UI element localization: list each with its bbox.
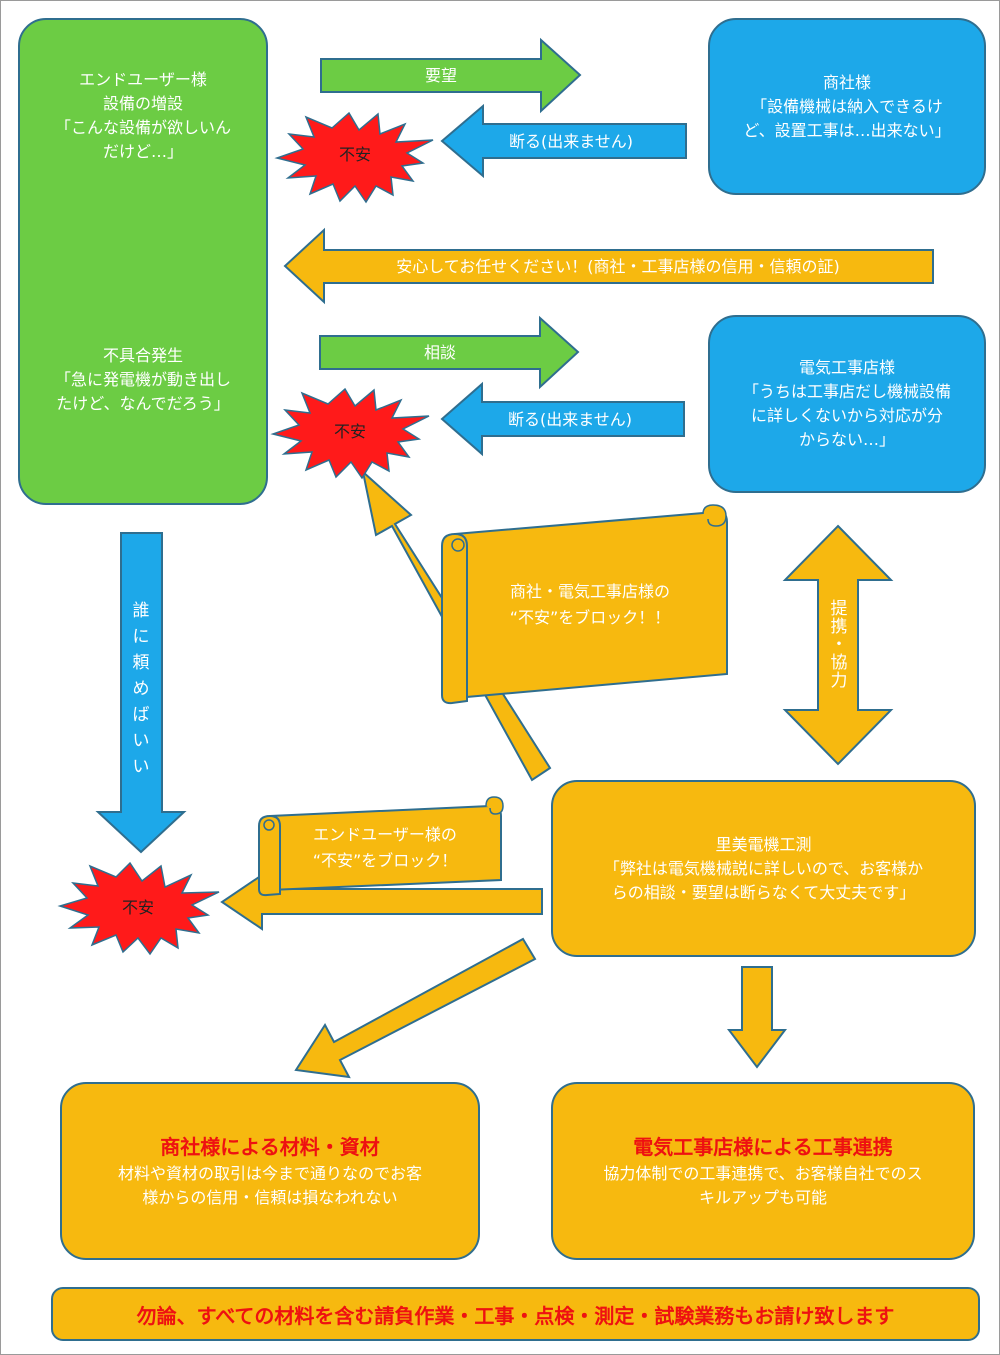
scroll-block-end-user-text: エンドユーザー様の “不安”をブロック！	[313, 822, 458, 874]
cooperation-char: 力	[830, 671, 848, 691]
footer-text: 勿論、すべての材料を含む請負作業・工事・点検・測定・試験業務もお請け致します	[136, 1303, 895, 1328]
to-electrical-result-arrow	[726, 966, 788, 1069]
end-user-box: エンドユーザー様 設備の増設 「こんな設備が欲しいん だけど…」 不具合発生 「…	[18, 18, 268, 505]
who-to-ask-char: ば	[132, 705, 150, 725]
who-to-ask-char: め	[132, 679, 150, 699]
scroll-line: 商社・電気工事店様の	[509, 582, 670, 601]
scroll-line: “不安”をブロック！！	[509, 608, 671, 627]
end-user-line: エンドユーザー様	[79, 70, 207, 89]
result-trading-line: 様からの信用・信頼は損なわれない	[142, 1188, 398, 1207]
satomi-line: 「弊社は電気機械説に詳しいので、お客様か	[603, 858, 924, 878]
electrical-contractor-line: に詳しくないから対応が分	[750, 406, 943, 425]
cooperation-char: ・	[830, 635, 848, 655]
cooperation-char: 提	[830, 599, 848, 619]
trading-company-line: 「設備機械は納入できるけ	[751, 96, 943, 116]
scroll-block-partners-text: 商社・電気工事店様の “不安”をブロック！！	[510, 579, 671, 631]
electrical-contractor-line: 「うちは工事店だし機械設備	[742, 382, 951, 401]
electrical-contractor-line: 電気工事店様	[798, 358, 895, 377]
end-user-line: 設備の増設	[102, 94, 183, 113]
satomi-line: 里美電機工測	[715, 834, 812, 854]
anxiety-label-3: 不安	[121, 898, 155, 917]
cooperation-char: 携	[830, 617, 848, 637]
refuse-label-2: 断る(出来ません)	[507, 410, 633, 429]
anxiety-burst-2	[270, 387, 430, 480]
end-user-trouble-text: 不具合発生 「急に発電機が動き出し たけど、なんでだろう」	[55, 344, 231, 416]
who-to-ask-char: 頼	[132, 653, 150, 673]
result-trading-box: 商社様による材料・資材 材料や資材の取引は今まで通りなのでお客 様からの信用・信…	[60, 1082, 480, 1260]
refuse-label-1: 断る(出来ません)	[508, 132, 634, 151]
result-electrical-title: 電気工事店様による工事連携	[633, 1135, 893, 1159]
consult-arrow	[319, 315, 580, 390]
electrical-contractor-line: からない…」	[798, 430, 895, 449]
cooperation-label: 提 携 ・ 協 力	[831, 600, 848, 690]
who-to-ask-char: 誰	[132, 601, 150, 621]
satomi-box: 里美電機工測 「弊社は電気機械説に詳しいので、お客様か らの相談・要望は断らなく…	[551, 780, 976, 957]
refuse-arrow-2	[440, 381, 685, 457]
who-to-ask-char: に	[132, 627, 150, 647]
anxiety-label-1: 不安	[338, 145, 372, 164]
scroll-line: “不安”をブロック！	[312, 851, 458, 870]
consult-label: 相談	[423, 343, 457, 362]
scroll-block-partners	[441, 504, 728, 705]
refuse-arrow-1	[440, 103, 687, 179]
request-arrow	[320, 37, 582, 114]
who-to-ask-label: 誰 に 頼 め ば い い	[133, 598, 150, 780]
end-user-request-text: エンドユーザー様 設備の増設 「こんな設備が欲しいん だけど…」	[55, 68, 231, 164]
result-electrical-box: 電気工事店様による工事連携 協力体制での工事連携で、お客様自社でのス キルアップ…	[551, 1082, 975, 1260]
anxiety-label-2: 不安	[333, 422, 367, 441]
trading-company-line: 商社様	[822, 72, 871, 92]
end-user-line: 「こんな設備が欲しいん	[54, 118, 231, 137]
result-trading-line: 材料や資材の取引は今まで通りなのでお客	[117, 1164, 422, 1183]
trading-company-box: 商社様 「設備機械は納入できるけ ど、設置工事は…出来ない」	[708, 18, 986, 195]
reassure-arrow	[283, 227, 934, 305]
trading-company-line: ど、設置工事は…出来ない」	[743, 120, 951, 140]
end-user-line: 「急に発電機が動き出し	[54, 370, 231, 389]
reassure-label: 安心してお任せください！(商社・工事店様の信用・信頼の証)	[396, 257, 840, 276]
end-user-line: たけど、なんでだろう」	[56, 394, 230, 413]
result-trading-title: 商社様による材料・資材	[160, 1135, 380, 1159]
end-user-line: だけど…」	[102, 142, 183, 161]
satomi-line: らの相談・要望は断らなくて大丈夫です」	[611, 882, 916, 902]
who-to-ask-arrow	[95, 532, 187, 854]
scroll-line: エンドユーザー様の	[313, 825, 457, 844]
scroll-block-end-user	[258, 796, 504, 897]
footer-banner: 勿論、すべての材料を含む請負作業・工事・点検・測定・試験業務もお請け致します	[51, 1287, 980, 1341]
electrical-contractor-box: 電気工事店様 「うちは工事店だし機械設備 に詳しくないから対応が分 からない…」	[708, 315, 986, 493]
result-electrical-line: 協力体制での工事連携で、お客様自社でのス	[603, 1164, 923, 1183]
cooperation-arrow	[782, 524, 894, 766]
anxiety-burst-3	[57, 861, 220, 956]
to-trading-result-arrow	[294, 937, 537, 1079]
request-label: 要望	[424, 66, 458, 85]
anxiety-burst-1	[274, 111, 434, 204]
end-user-line: 不具合発生	[102, 346, 183, 365]
who-to-ask-char: い	[132, 731, 150, 751]
who-to-ask-char: い	[132, 757, 150, 777]
result-electrical-line: キルアップも可能	[698, 1188, 827, 1207]
cooperation-char: 協	[830, 653, 848, 673]
